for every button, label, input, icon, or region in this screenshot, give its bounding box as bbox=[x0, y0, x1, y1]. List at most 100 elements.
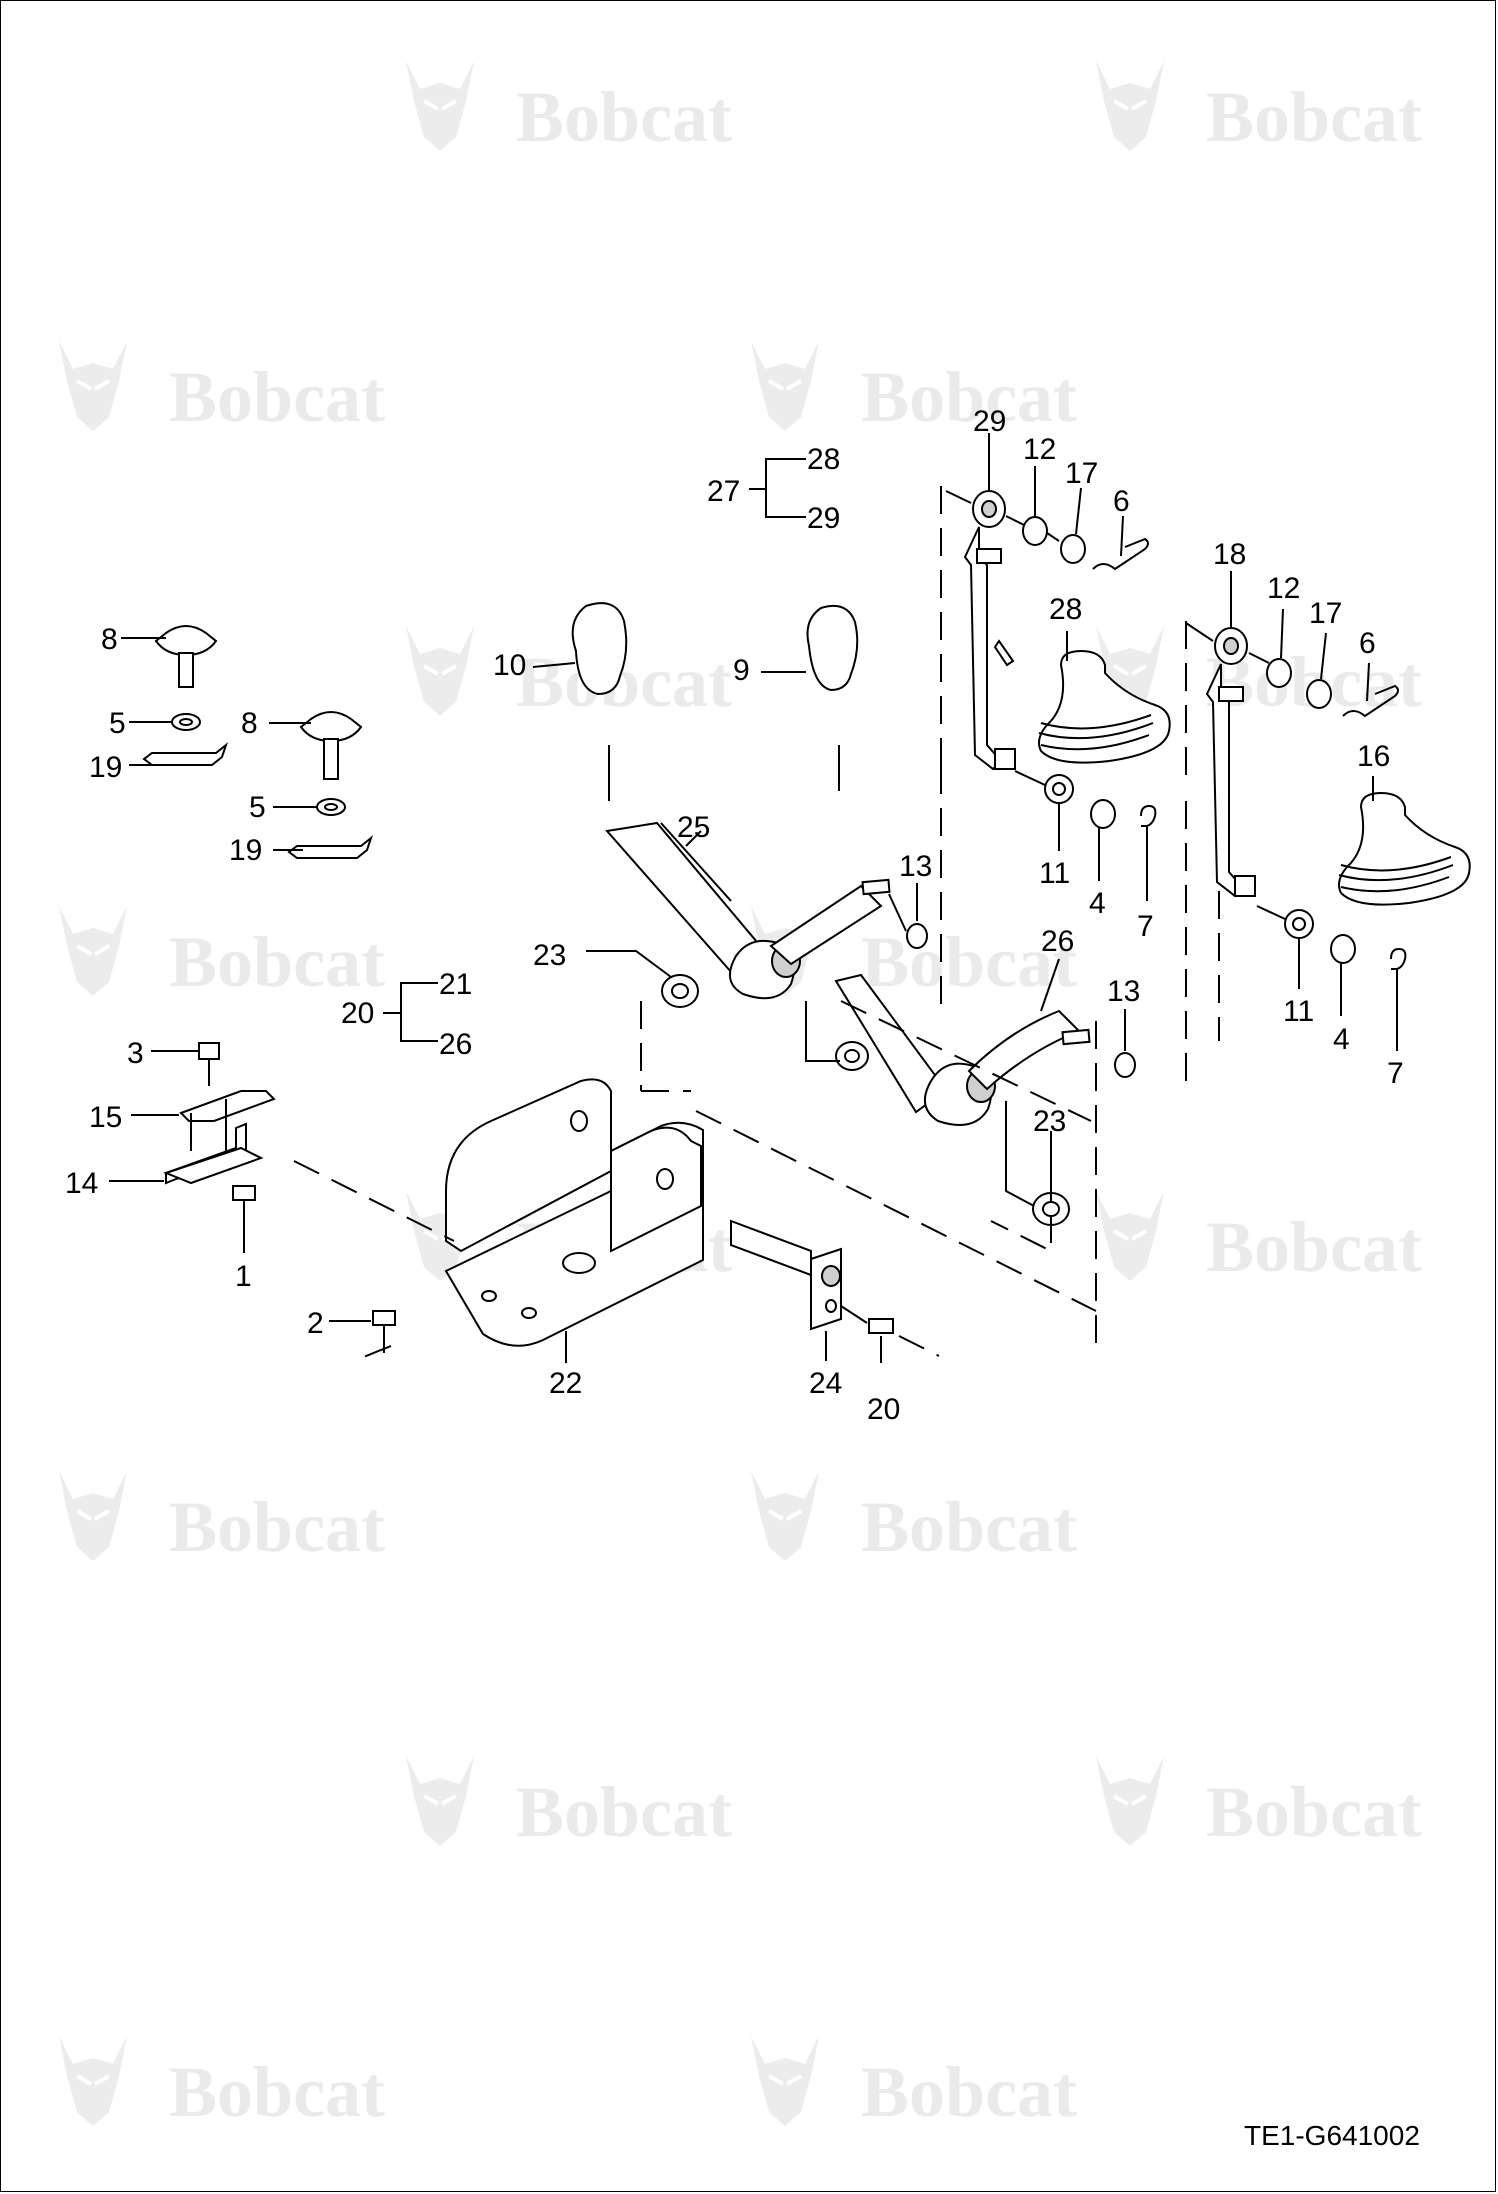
callout-22: 22 bbox=[549, 1367, 582, 1400]
callout-7: 7 bbox=[1387, 1057, 1404, 1090]
svg-text:Bobcat: Bobcat bbox=[1206, 1207, 1422, 1287]
bobcat-logo-watermark: Bobcat bbox=[749, 339, 1077, 437]
rod-elbow bbox=[1234, 875, 1256, 897]
bobcat-logo-watermark: Bobcat bbox=[1094, 1189, 1422, 1287]
bolt bbox=[372, 1310, 396, 1326]
washer-hole bbox=[1042, 1201, 1060, 1217]
bobcat-logo-watermark: Bobcat bbox=[57, 1469, 385, 1567]
bracket-hole bbox=[562, 1252, 596, 1274]
pin-24 bbox=[730, 1219, 842, 1361]
callout-29: 29 bbox=[973, 405, 1006, 438]
callout-20: 20 bbox=[341, 997, 374, 1030]
washer-hole bbox=[1292, 917, 1306, 931]
lever-arm-26 bbox=[834, 958, 1091, 1126]
callout-28: 28 bbox=[807, 443, 840, 476]
centerline bbox=[695, 1110, 1097, 1312]
washer-hole bbox=[179, 718, 193, 726]
callout-24: 24 bbox=[809, 1367, 842, 1400]
washer-4-b bbox=[1330, 934, 1356, 1016]
centerline bbox=[360, 1345, 392, 1359]
r-pin-7-a bbox=[1140, 804, 1157, 901]
leader-line bbox=[1280, 608, 1284, 659]
bracket-side bbox=[610, 1126, 702, 1253]
r-pin-6-a bbox=[1092, 515, 1149, 571]
centerline bbox=[293, 1160, 455, 1242]
bobcat-logo-watermark: Bobcat bbox=[57, 2034, 385, 2132]
shift-boot-28 bbox=[1038, 631, 1171, 764]
r-pin bbox=[1390, 947, 1407, 999]
svg-text:Bobcat: Bobcat bbox=[861, 1487, 1077, 1567]
callout-18: 18 bbox=[1213, 538, 1246, 571]
svg-text:Bobcat: Bobcat bbox=[169, 1487, 385, 1567]
bracket-14-base bbox=[163, 1146, 264, 1185]
shaft-pin bbox=[861, 878, 891, 896]
pin-plate bbox=[810, 1247, 842, 1331]
kit-bracket-27 bbox=[749, 458, 806, 518]
washer-12-b bbox=[1266, 608, 1292, 688]
bobcat-logo-watermark: Bobcat bbox=[749, 2034, 1077, 2132]
svg-text:Bobcat: Bobcat bbox=[169, 357, 385, 437]
callout-29: 29 bbox=[807, 502, 840, 535]
leader-line bbox=[1075, 487, 1082, 535]
rod-elbow bbox=[994, 748, 1016, 770]
pin-plate-hole bbox=[825, 1299, 837, 1313]
bobcat-logo-watermark: Bobcat bbox=[57, 339, 385, 437]
washer-17-a bbox=[1060, 487, 1086, 564]
lever-shaft bbox=[769, 884, 883, 966]
leader-line bbox=[586, 950, 672, 978]
knob-stem bbox=[178, 652, 194, 688]
callout-21: 21 bbox=[439, 968, 472, 1001]
washer-hole bbox=[1052, 782, 1066, 796]
callout-2: 2 bbox=[307, 1307, 324, 1340]
rod-nut bbox=[1218, 686, 1244, 702]
callout-8: 8 bbox=[241, 707, 258, 740]
boot-ribs bbox=[1038, 714, 1154, 751]
callout-10: 10 bbox=[493, 649, 526, 682]
callout-1: 1 bbox=[235, 1260, 252, 1293]
bolt bbox=[868, 1318, 894, 1334]
lever-shaft bbox=[967, 1009, 1081, 1091]
svg-text:Bobcat: Bobcat bbox=[516, 1772, 732, 1852]
group-bracket bbox=[383, 982, 438, 1042]
shift-boot-16 bbox=[1338, 776, 1471, 906]
leader-line bbox=[1040, 958, 1060, 1012]
callout-23: 23 bbox=[1033, 1105, 1066, 1138]
r-pin-7-b bbox=[1390, 947, 1407, 1051]
callout-20: 20 bbox=[867, 1393, 900, 1426]
washer-23-a bbox=[586, 950, 699, 1008]
bracket bbox=[287, 835, 374, 859]
washer bbox=[1330, 934, 1356, 964]
leader-line bbox=[805, 1001, 840, 1062]
washer-23-b bbox=[1005, 1101, 1070, 1226]
svg-text:Bobcat: Bobcat bbox=[861, 2052, 1077, 2132]
callout-4: 4 bbox=[1333, 1023, 1350, 1056]
washer-11-b bbox=[1256, 905, 1314, 989]
svg-text:Bobcat: Bobcat bbox=[169, 922, 385, 1002]
figure-id: TE1-G641002 bbox=[1244, 2120, 1420, 2151]
callout-23: 23 bbox=[533, 939, 566, 972]
washer-11-a bbox=[1014, 770, 1074, 851]
callout-9: 9 bbox=[733, 654, 750, 687]
callout-17: 17 bbox=[1309, 597, 1342, 630]
rod-end-hole bbox=[981, 500, 997, 518]
washer-4-a bbox=[1090, 799, 1116, 881]
callout-16: 16 bbox=[1357, 740, 1390, 773]
bracket-hole bbox=[481, 1290, 497, 1302]
switch-plate-15 bbox=[179, 1090, 276, 1122]
group-bracket bbox=[749, 458, 806, 518]
callout-17: 17 bbox=[1065, 457, 1098, 490]
lever-knob bbox=[154, 625, 218, 657]
callout-11: 11 bbox=[1283, 995, 1314, 1028]
leader-line bbox=[1005, 1101, 1035, 1207]
bobcat-logo-watermark: Bobcat bbox=[749, 904, 1077, 1002]
callout-12: 12 bbox=[1267, 572, 1300, 605]
washer-13-b bbox=[1114, 1009, 1136, 1078]
callout-11: 11 bbox=[1039, 857, 1070, 890]
washer bbox=[1022, 516, 1048, 546]
boot-ribs bbox=[1338, 856, 1454, 893]
bobcat-logo-watermark: Bobcat bbox=[1094, 59, 1422, 157]
kit-bracket-20 bbox=[383, 982, 438, 1042]
r-pin bbox=[1140, 804, 1157, 856]
control-rod-18 bbox=[1185, 571, 1270, 898]
